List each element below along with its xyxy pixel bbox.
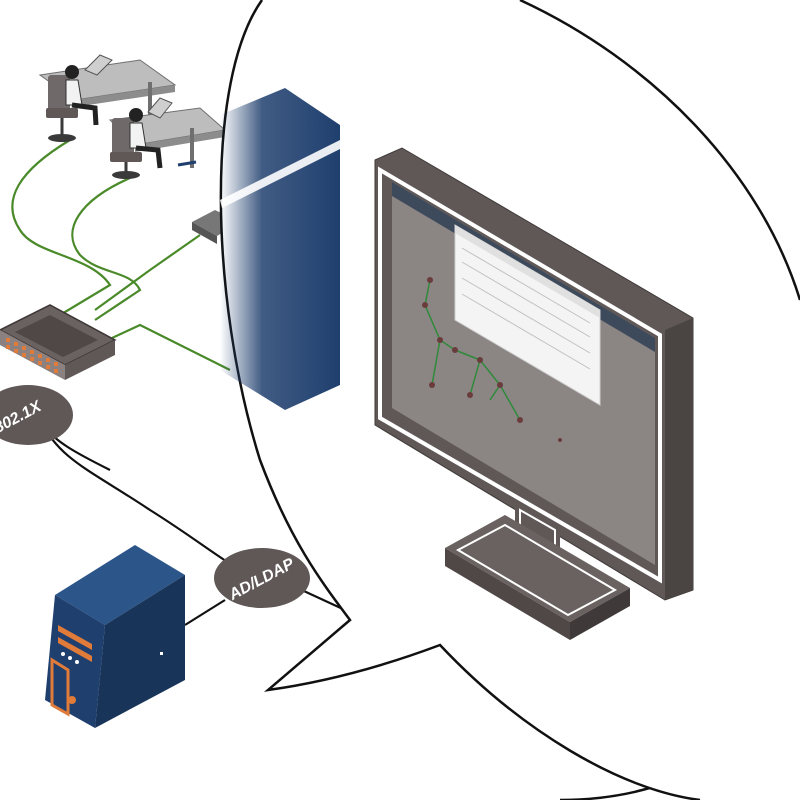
workstation-1 (38, 54, 177, 142)
auth-8021x-badge: 802.1X (0, 385, 73, 445)
network-cables (11, 139, 233, 371)
person-at-desk-icon (38, 54, 177, 142)
person-at-desk-icon (108, 97, 227, 179)
server-tower-icon (45, 545, 185, 728)
network-switch-icon (0, 304, 117, 380)
monitor (374, 147, 694, 640)
workstation-2 (108, 97, 227, 179)
monitor-icon (374, 147, 694, 640)
app-dialog (454, 224, 601, 406)
ad-ldap-badge: AD/LDAP (214, 548, 310, 608)
network-switch (0, 304, 117, 380)
directory-server (45, 545, 185, 728)
server-rack (220, 88, 342, 410)
